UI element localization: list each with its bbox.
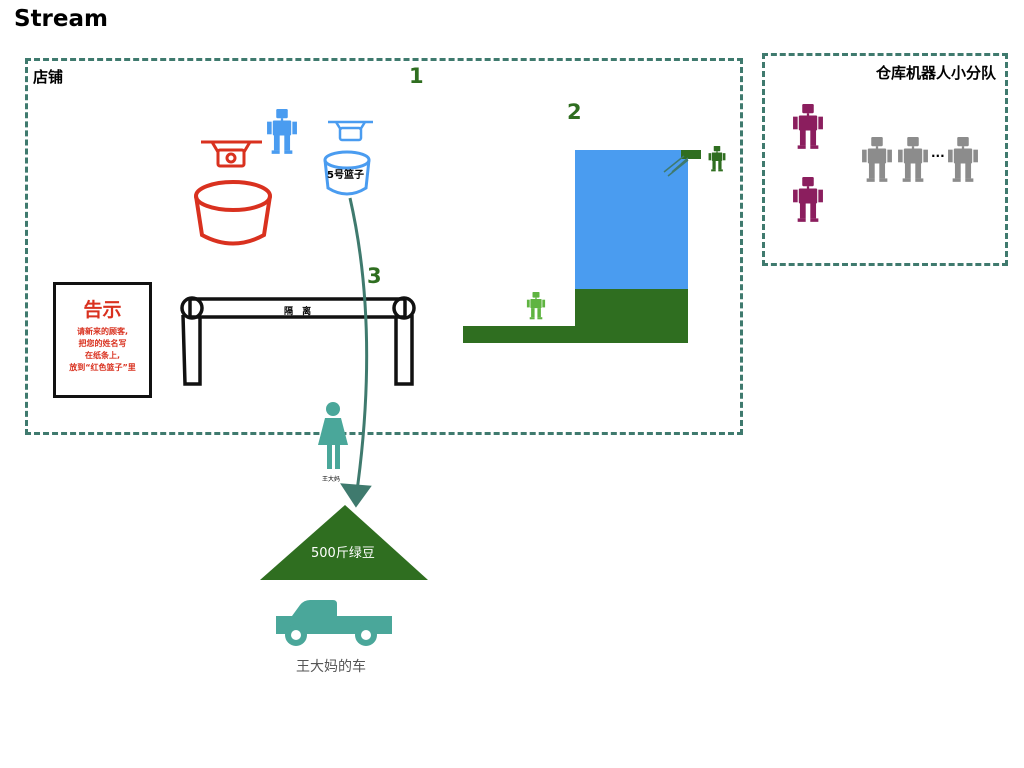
bean-tank-icon — [463, 150, 701, 343]
step-1-label: 1 — [409, 64, 424, 88]
page-title: Stream — [14, 6, 108, 32]
basket-5-label: 5号篮子 — [327, 170, 364, 181]
basket-5-icon — [323, 150, 371, 196]
notice-line: 请新来的顾客, — [76, 327, 129, 336]
red-basket-icon — [194, 180, 272, 246]
blue-robot-icon — [267, 109, 297, 154]
magenta-robot-icon — [793, 104, 823, 149]
light-green-robot-icon — [526, 292, 546, 320]
store-label: 店铺 — [33, 68, 64, 86]
bean-mound-label: 500斤绿豆 — [311, 546, 375, 561]
more-robots-ellipsis: ... — [931, 146, 945, 160]
robot-team-region — [762, 53, 1008, 266]
magenta-robot-icon — [793, 177, 823, 222]
robot-team-label: 仓库机器人小分队 — [876, 64, 997, 82]
small-green-robot-icon — [708, 146, 726, 172]
notice-body: 请新来的顾客, 把您的姓名写 在纸条上, 放到“红色篮子”里 — [56, 326, 149, 374]
red-drone-icon — [201, 140, 262, 168]
bean-mound-icon — [260, 505, 428, 580]
gray-robot-icon — [898, 137, 928, 182]
step-3-arrow — [340, 197, 372, 508]
person-icon — [318, 402, 348, 469]
car-label: 王大妈的车 — [296, 659, 366, 675]
barrier-icon — [180, 296, 416, 386]
barrier-label: 隔 离 — [284, 307, 315, 317]
step-2-label: 2 — [567, 100, 582, 124]
notice-line: 在纸条上, — [84, 351, 121, 360]
gray-robot-icon — [862, 137, 892, 182]
notice-board: 告示 请新来的顾客, 把您的姓名写 在纸条上, 放到“红色篮子”里 — [53, 282, 152, 398]
blue-drone-icon — [328, 120, 373, 142]
notice-line: 把您的姓名写 — [78, 339, 127, 348]
person-label: 王大妈 — [322, 476, 341, 483]
step-3-label: 3 — [367, 264, 382, 288]
store-region — [25, 58, 743, 435]
notice-line: 放到“红色篮子”里 — [69, 363, 136, 372]
gray-robot-icon — [948, 137, 978, 182]
truck-icon — [276, 600, 392, 646]
notice-title: 告示 — [83, 299, 122, 321]
